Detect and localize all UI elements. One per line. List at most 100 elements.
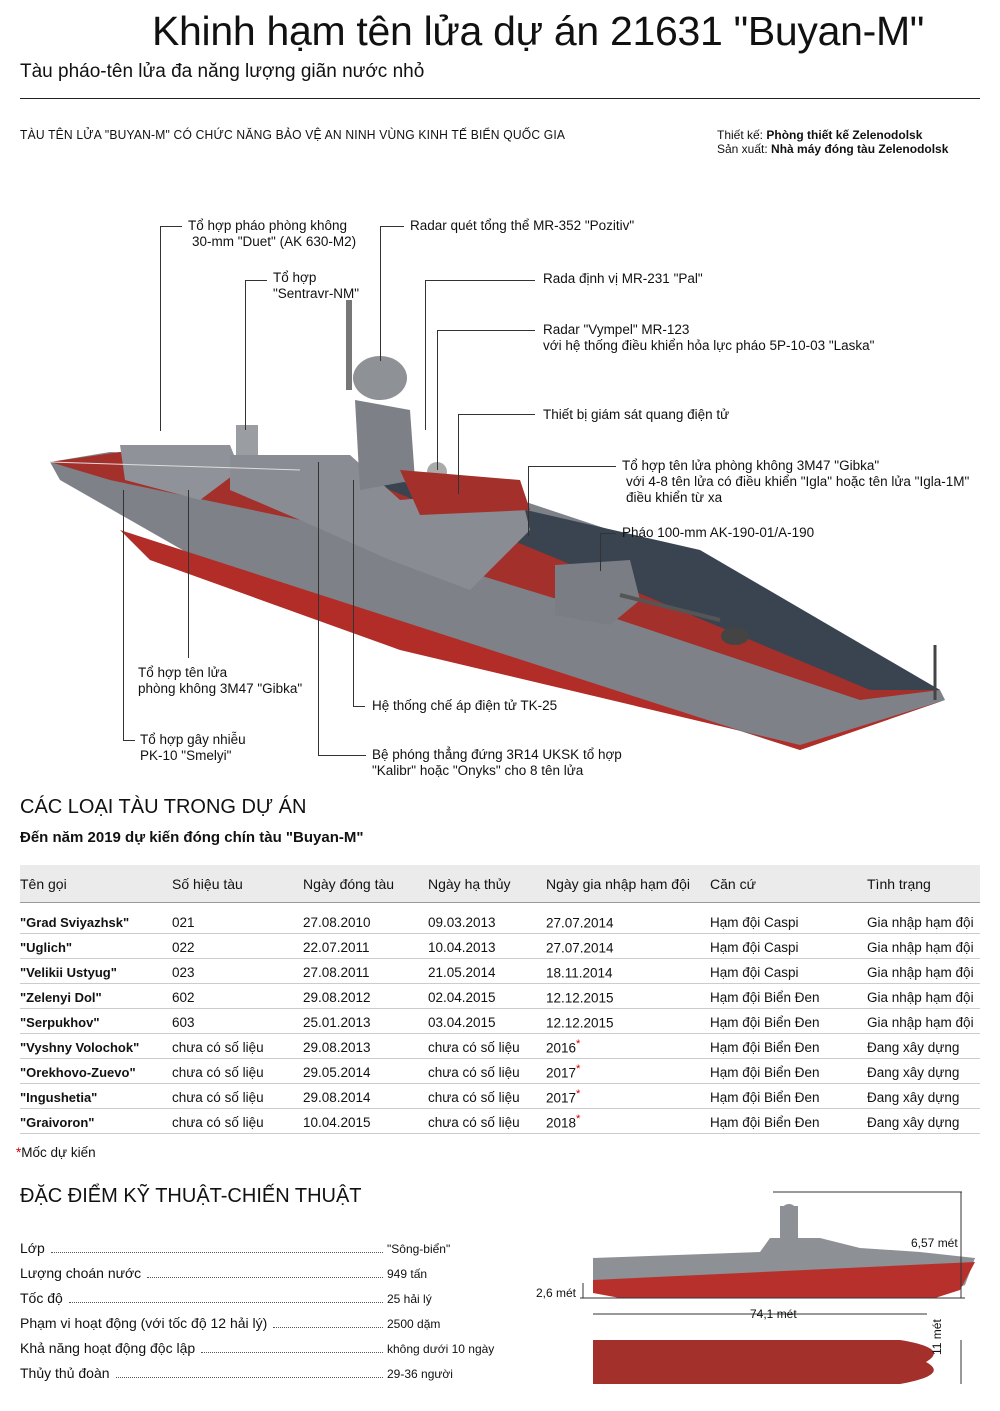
table-cell: Hạm đội Biển Đen: [710, 1040, 820, 1055]
leader-line: [353, 706, 365, 707]
gun-barrel: [619, 593, 721, 622]
leader-line: [437, 330, 535, 331]
table-cell: Hạm đội Biển Đen: [710, 1065, 820, 1080]
builder-value: Nhà máy đóng tàu Zelenodolsk: [771, 142, 949, 156]
table-cell: 21.05.2014: [428, 965, 496, 980]
section-title-specs: ĐẶC ĐIỂM KỸ THUẬT-CHIẾN THUẬT: [20, 1185, 362, 1207]
credits: Thiết kế: Phòng thiết kế Zelenodolsk Sản…: [717, 128, 948, 156]
leader-line: [245, 280, 246, 430]
table-cell: 2016*: [546, 1037, 581, 1056]
table-cell: 602: [172, 990, 195, 1005]
header-laid-down: Ngày đóng tàu: [303, 875, 395, 892]
leader-line: [318, 755, 366, 756]
leader-line: [528, 466, 529, 536]
table-cell: 023: [172, 965, 195, 980]
leader-line: [123, 490, 124, 741]
table-cell: Đang xây dựng: [867, 1090, 960, 1105]
callout-tk25: Hệ thống chế áp điện tử TK-25: [372, 698, 558, 713]
table-cell: Hạm đội Caspi: [710, 915, 799, 930]
leader-line: [123, 740, 135, 741]
table-cell: 25.01.2013: [303, 1015, 371, 1030]
table-cell: 18.11.2014: [546, 965, 613, 980]
dot-leader: [273, 1327, 383, 1328]
table-cell: 021: [172, 915, 195, 930]
table-cell: chưa có số liệu: [428, 1040, 520, 1055]
spec-label: Phạm vi hoạt động (với tốc độ 12 hải lý): [20, 1315, 268, 1331]
table-cell: 22.07.2011: [303, 940, 370, 955]
superstructure: [230, 455, 530, 590]
table-cell: Hạm đội Biển Đen: [710, 1090, 820, 1105]
table-cell: "Grad Sviyazhsk": [20, 915, 130, 930]
footnote: *Mốc dự kiến: [16, 1145, 96, 1160]
callout-gibka-front: Tổ hợp tên lửa phòng không 3M47 "Gibka"v…: [622, 458, 970, 505]
table-cell: 10.04.2013: [428, 940, 496, 955]
callout-pozitiv: Radar quét tổng thể MR-352 "Pozitiv": [410, 218, 635, 233]
callout-gun100: Pháo 100-mm AK-190-01/A-190: [622, 525, 815, 540]
spec-label: Thủy thủ đoàn: [20, 1365, 110, 1381]
table-cell: "Ingushetia": [20, 1090, 98, 1105]
header-commissioned: Ngày gia nhập hạm đội: [546, 875, 690, 892]
table-cell: 603: [172, 1015, 195, 1030]
page-title: Khinh hạm tên lửa dự án 21631 "Buyan-M": [152, 8, 925, 54]
hull-bottom: [120, 530, 945, 750]
table-cell: "Graivoron": [20, 1115, 95, 1130]
table-cell: "Zelenyi Dol": [20, 990, 102, 1005]
table-cell: 022: [172, 940, 195, 955]
table-cell: "Uglich": [20, 940, 73, 955]
leader-line: [380, 226, 404, 227]
leader-line: [458, 414, 459, 494]
leader-line: [458, 414, 535, 415]
table-cell: 27.07.2014: [546, 940, 614, 955]
table-cell: chưa có số liệu: [172, 1090, 264, 1105]
table-cell: 09.03.2013: [428, 915, 496, 930]
intro-text: TÀU TÊN LỬA "BUYAN-M" CÓ CHỨC NĂNG BẢO V…: [20, 127, 566, 142]
leader-line: [437, 330, 438, 470]
estimate-marker: *: [576, 1112, 581, 1125]
leader-line: [318, 462, 319, 756]
table-header: Tên gọi Số hiệu tàu Ngày đóng tàu Ngày h…: [20, 865, 980, 903]
table-cell: 03.04.2015: [428, 1015, 496, 1030]
table-cell: Gia nhập hạm đội: [867, 940, 974, 955]
hull-side: [50, 452, 945, 750]
dot-leader: [201, 1352, 383, 1353]
table-cell: Đang xây dựng: [867, 1040, 960, 1055]
table-cell: Đang xây dựng: [867, 1065, 960, 1080]
table-cell: Đang xây dựng: [867, 1115, 960, 1130]
estimate-marker: *: [576, 1037, 581, 1050]
leader-line: [600, 533, 616, 534]
mast-tower: [355, 400, 415, 490]
table-cell: chưa có số liệu: [172, 1115, 264, 1130]
leader-line: [600, 533, 601, 571]
table-cell: 27.08.2011: [303, 965, 370, 980]
table-cell: Hạm đội Biển Đen: [710, 1015, 820, 1030]
table-row: "Uglich" 022 22.07.2011 10.04.2013 27.07.201…: [20, 934, 980, 959]
table-cell: Hạm đội Caspi: [710, 965, 799, 980]
dim-beam: 11 mét: [930, 1319, 944, 1355]
leader-line: [160, 226, 161, 431]
spec-label: Lớp: [20, 1240, 45, 1256]
divider: [20, 98, 980, 99]
ships-table: Tên gọi Số hiệu tàu Ngày đóng tàu Ngày h…: [20, 865, 980, 1134]
table-cell: Gia nhập hạm đội: [867, 965, 974, 980]
spec-label: Tốc độ: [20, 1290, 63, 1306]
spec-value: 2500 dặm: [387, 1317, 441, 1331]
table-cell: 29.08.2013: [303, 1040, 371, 1055]
estimate-marker: *: [576, 1087, 581, 1100]
ship-dimension-drawing: [580, 1191, 975, 1384]
leader-line: [380, 226, 381, 361]
upper-deck: [400, 470, 530, 515]
deck: [50, 452, 940, 700]
dim-height: 6,57 mét: [911, 1236, 958, 1250]
header-name: Tên gọi: [20, 875, 67, 892]
